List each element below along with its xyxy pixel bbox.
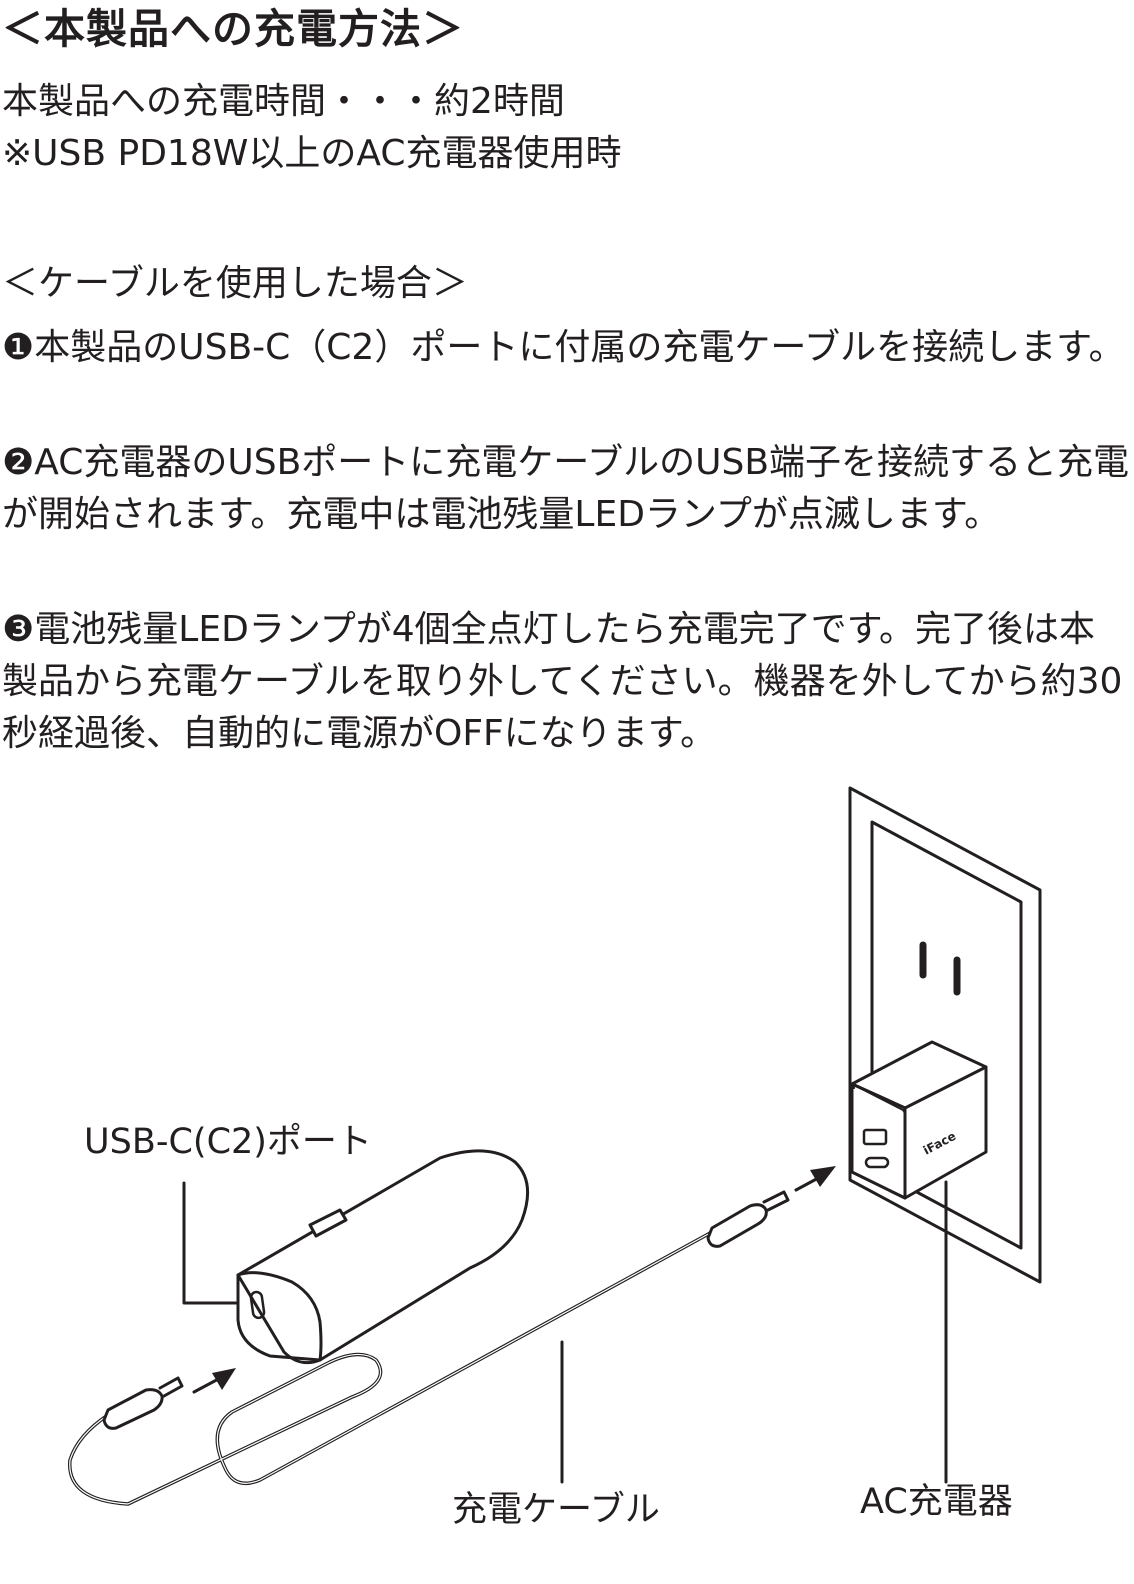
step-3-text: ❸電池残量LEDランプが4個全点灯したら充電完了です。完了後は本製品から充電ケー… — [2, 609, 1123, 754]
step-1: ❶本製品のUSB-C（C2）ポートに付属の充電ケーブルを接続します。 — [2, 322, 1130, 374]
arrow-head-right — [810, 1166, 836, 1187]
arrow-head-left — [212, 1368, 236, 1390]
cable-section-heading: ＜ケーブルを使用した場合＞ — [2, 258, 1130, 310]
step-1-text: ❶本製品のUSB-C（C2）ポートに付属の充電ケーブルを接続します。 — [2, 327, 1125, 368]
charger-usb-c-port — [864, 1156, 890, 1169]
step-2: ❷AC充電器のUSBポートに充電ケーブルのUSB端子を接続すると充電が開始されま… — [2, 437, 1130, 541]
page-title: ＜本製品への充電方法＞ — [2, 5, 464, 53]
charge-time-info: 本製品への充電時間・・・約2時間 ※USB PD18W以上のAC充電器使用時 — [2, 76, 1130, 180]
charger-usb-a-port — [862, 1128, 888, 1146]
wall-outlet-plate — [848, 786, 1042, 1284]
charger-label: AC充電器 — [860, 1482, 1013, 1522]
port-label: USB-C(C2)ポート — [84, 1122, 372, 1162]
cable-usb-c-connector — [102, 1376, 184, 1430]
section-heading: ＜ケーブルを使用した場合＞ — [2, 263, 468, 304]
cable-label: 充電ケーブル — [452, 1490, 660, 1530]
power-bank-shape — [236, 1149, 530, 1365]
charging-illustration: iFace — [68, 786, 1042, 1506]
port-leader-line — [182, 1181, 238, 1305]
wall-outlet-inner — [870, 820, 1023, 1250]
charging-diagram: iFace USB-C(C2)ポート 充電ケーブル AC充電器 — [0, 770, 1134, 1580]
step-3: ❸電池残量LEDランプが4個全点灯したら充電完了です。完了後は本製品から充電ケー… — [2, 604, 1130, 760]
cable-usb-a-connector — [706, 1190, 790, 1248]
power-bank-usb-c-port — [249, 1290, 266, 1320]
charge-condition-line: ※USB PD18W以上のAC充電器使用時 — [2, 133, 622, 174]
charge-time-line: 本製品への充電時間・・・約2時間 — [2, 81, 565, 122]
step-2-text: ❷AC充電器のUSBポートに充電ケーブルのUSB端子を接続すると充電が開始されま… — [2, 442, 1130, 535]
